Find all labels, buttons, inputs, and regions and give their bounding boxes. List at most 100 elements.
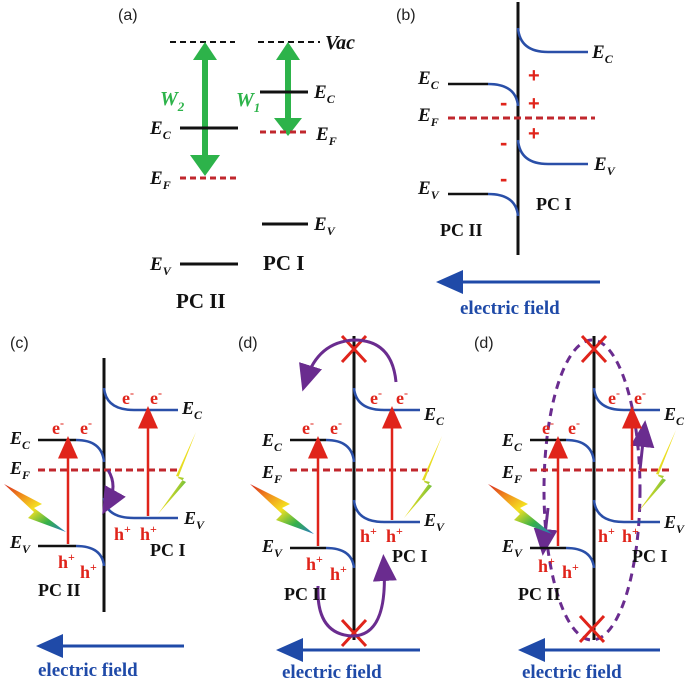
left-ev-label: EV [501, 536, 523, 560]
hole-label: h+ [306, 552, 323, 574]
blocked-hole-transfer-arrow [316, 554, 397, 638]
pc1-ec-label: EC [313, 82, 336, 106]
right-ev-band [592, 499, 660, 524]
hole-label: h+ [140, 522, 157, 544]
plus-charge: + [528, 123, 540, 145]
minus-charge: - [500, 90, 507, 115]
w1-arrow-head-down [274, 118, 302, 136]
left-ec-label: EC [9, 428, 31, 452]
blocked-x-icon [340, 618, 368, 648]
w2-arrow-head-down [190, 155, 220, 176]
w1-arrow-head-up [276, 42, 300, 60]
panel-d-label: (d) [238, 335, 258, 352]
left-ec-band [487, 82, 520, 107]
left-ev-band [487, 192, 520, 217]
electron-label: e- [122, 386, 134, 408]
right-ec-label: EC [181, 398, 203, 422]
light-bolt-icon [4, 484, 66, 532]
right-ev-label: EV [183, 508, 205, 532]
pc2-ef-label: EF [149, 168, 171, 192]
pc1-label: PC I [536, 194, 572, 214]
electric-field-label: electric field [38, 660, 138, 681]
pc1-label: PC I [150, 540, 186, 560]
light-bolt-icon [158, 432, 196, 514]
left-ev-band [565, 546, 596, 569]
hole-label: h+ [386, 524, 403, 546]
right-ev-label: EV [423, 510, 445, 534]
w2-arrow-head-up [193, 42, 217, 60]
minus-charge: - [500, 130, 507, 155]
right-ev-band [102, 497, 178, 520]
z-scheme-arrow-down [533, 507, 558, 556]
pc1-label: PC I [392, 546, 428, 566]
electron-label: e- [302, 416, 314, 438]
hole-label: h+ [114, 522, 131, 544]
left-ec-label: EC [417, 68, 440, 92]
panel-c: (c) EC EC EF EV EV e- e- e- e- h+ h+ h+ … [4, 335, 205, 681]
blocked-x-icon [580, 334, 608, 364]
pc1-ef-label: EF [315, 124, 337, 148]
right-ec-band [102, 387, 178, 412]
pc2-ev-label: EV [149, 254, 172, 278]
light-bolt-icon [488, 484, 552, 534]
left-ec-label: EC [501, 430, 523, 454]
right-ev-label: EV [593, 154, 616, 178]
electron-label: e- [80, 416, 92, 438]
blocked-electron-transfer-arrow [299, 338, 398, 392]
left-ev-band [75, 544, 106, 567]
right-ec-label: EC [591, 42, 614, 66]
hole-label: h+ [360, 524, 377, 546]
left-ec-band [75, 438, 106, 463]
hole-label: h+ [598, 524, 615, 546]
hole-label: h+ [330, 562, 347, 584]
charge-transfer-arrow [102, 469, 126, 515]
pc1-ev-label: EV [313, 214, 336, 238]
pc2-label: PC II [440, 220, 483, 240]
hole-label: h+ [58, 550, 75, 572]
electron-label: e- [608, 386, 620, 408]
hole-label: h+ [562, 560, 579, 582]
right-ec-band [352, 387, 420, 412]
panel-d-right: (d) EC EC EF EV EV e- e- e- e- h+ h+ [474, 334, 685, 683]
panel-a-label: (a) [118, 7, 138, 24]
ef-label: EF [501, 462, 522, 486]
electron-label: e- [370, 386, 382, 408]
pc2-label: PC II [284, 584, 327, 604]
panel-c-label: (c) [10, 335, 29, 352]
minus-charge: - [500, 166, 507, 191]
light-bolt-icon [250, 484, 314, 534]
left-ev-label: EV [417, 178, 440, 202]
left-ec-band [565, 438, 596, 463]
z-scheme-loop [542, 338, 642, 642]
left-ec-band [325, 438, 356, 463]
electron-label: e- [52, 416, 64, 438]
right-ev-label: EV [663, 512, 685, 536]
plus-charge: + [528, 93, 540, 115]
vac-label: Vac [325, 32, 355, 54]
electron-label: e- [330, 416, 342, 438]
electron-label: e- [396, 386, 408, 408]
w1-label: W1 [236, 89, 260, 115]
right-ev-band [352, 499, 420, 524]
electric-field-label: electric field [282, 662, 382, 683]
pc2-ec-label: EC [149, 118, 172, 142]
panel-a: (a) Vac W2 W1 EC EF EV PC I EC EF EV PC … [118, 7, 355, 313]
right-ec-band [516, 27, 588, 54]
left-ev-label: EV [9, 532, 31, 556]
ef-label: EF [9, 458, 30, 482]
electron-label: e- [542, 416, 554, 438]
pc1-label: PC I [263, 251, 304, 275]
right-ec-label: EC [423, 404, 445, 428]
panel-d-middle: (d) EC EC EF EV EV e- e- e- e- h+ h+ [238, 334, 445, 683]
left-ec-label: EC [261, 430, 283, 454]
pc2-label: PC II [176, 289, 226, 313]
pc2-label: PC II [38, 580, 81, 600]
electric-field-label: electric field [522, 662, 622, 683]
left-ev-label: EV [261, 536, 283, 560]
electric-field-label: electric field [460, 298, 560, 319]
right-ec-label: EC [663, 404, 685, 428]
ef-label: EF [417, 105, 439, 129]
hole-label: h+ [538, 554, 555, 576]
